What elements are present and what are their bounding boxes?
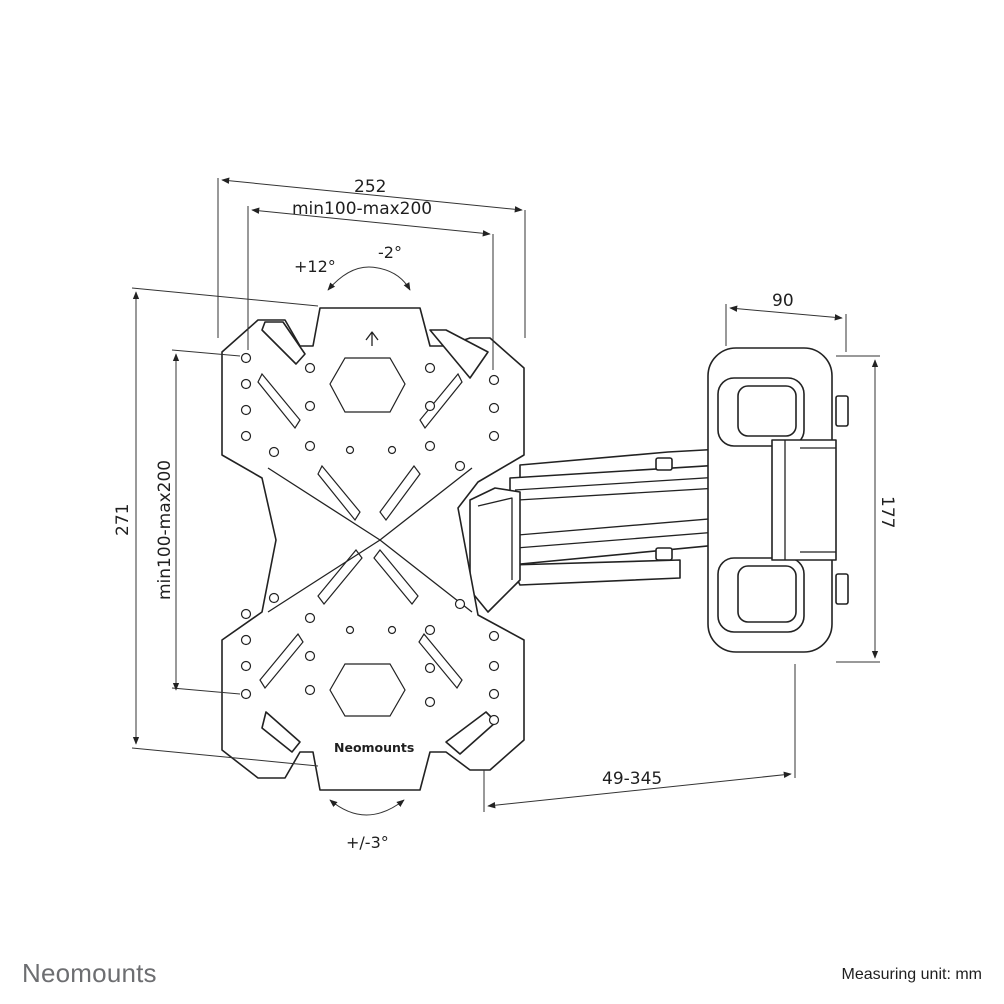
- wall-depth-label: 90: [772, 291, 794, 311]
- tilt-indicator: +12° -2°: [294, 243, 411, 291]
- brand-logo: Neomounts: [22, 958, 157, 988]
- measuring-unit-label: Measuring unit: mm: [841, 966, 983, 983]
- vesa-plate: Neomounts: [221, 307, 525, 791]
- dimension-plate-width: 252: [217, 177, 526, 338]
- dimension-plate-height: 271: [113, 287, 319, 767]
- wall-distance-label: 49-345: [602, 769, 662, 789]
- tilt-up-label: +12°: [294, 257, 336, 276]
- dimension-vesa-horizontal: min100-max200: [247, 199, 494, 370]
- swivel-arm: [469, 447, 771, 613]
- wall-plate: [707, 347, 849, 653]
- rotation-indicator: +/-3°: [329, 799, 405, 852]
- dimension-wall-distance: 49-345: [483, 664, 796, 812]
- mounting-holes: [240, 352, 500, 726]
- dimension-wall-height: 177: [836, 355, 897, 663]
- dimension-vesa-vertical: min100-max200: [155, 349, 241, 695]
- wall-height-label: 177: [877, 496, 897, 528]
- rotation-label: +/-3°: [346, 833, 389, 852]
- plate-brand-label: Neomounts: [334, 740, 414, 755]
- vesa-vertical-label: min100-max200: [155, 460, 175, 600]
- plate-height-label: 271: [113, 504, 133, 536]
- plate-width-label: 252: [354, 177, 386, 197]
- vesa-horizontal-label: min100-max200: [292, 199, 432, 219]
- dimension-wall-depth: 90: [725, 291, 847, 352]
- tilt-down-label: -2°: [378, 243, 402, 262]
